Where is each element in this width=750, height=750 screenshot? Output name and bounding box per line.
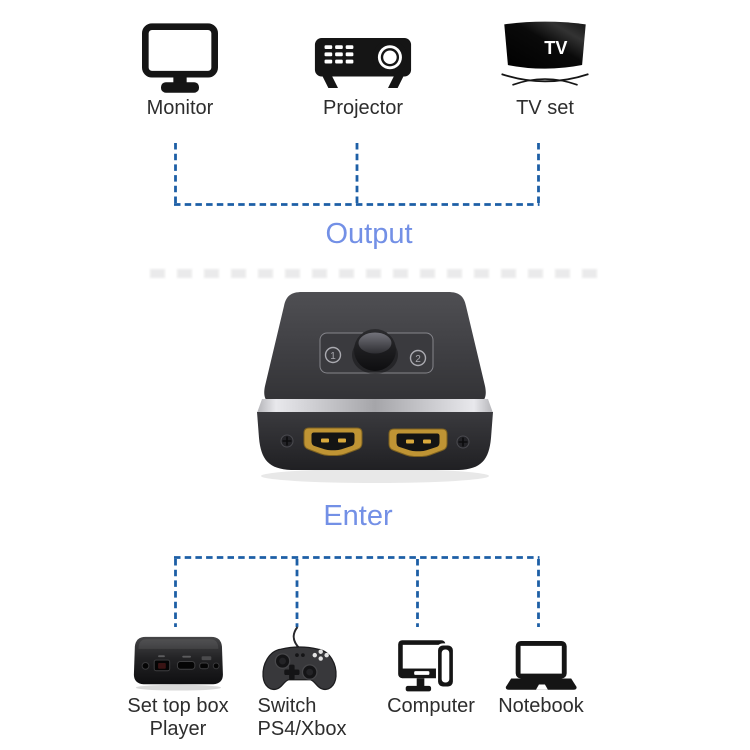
switch-front-face (257, 412, 493, 470)
aluminum-rim (257, 399, 493, 413)
set-top-box-icon (131, 630, 225, 692)
output-connector-dashes (174, 143, 540, 206)
input-device-game-console: Switch PS4/Xbox (254, 630, 347, 741)
tv-label: TV set (516, 97, 574, 119)
hdmi-switch-product-image: 1 2 (257, 292, 493, 483)
port-1-marking: 1 (324, 346, 342, 364)
tv-screen-text: TV (544, 38, 567, 58)
screw-left (280, 434, 294, 448)
enter-connector-dashes (174, 556, 540, 627)
svg-text:1: 1 (330, 351, 336, 362)
output-device-projector: Projector (313, 18, 413, 120)
projector-icon (313, 18, 413, 94)
tv-icon: TV (499, 18, 591, 94)
enter-section-title: Enter (323, 500, 393, 532)
computer-label: Computer (387, 695, 475, 717)
product-shadow (261, 469, 489, 483)
input-device-notebook: Notebook (498, 630, 584, 718)
notebook-label: Notebook (498, 695, 584, 717)
console-label-line2: PS4/Xbox (257, 718, 347, 740)
desktop-computer-icon (398, 630, 464, 692)
console-label-line1: Switch (257, 695, 317, 717)
hdmi-port-2[interactable] (388, 428, 448, 457)
photo-watermark (150, 269, 605, 278)
svg-text:2: 2 (415, 354, 421, 365)
output-device-tv: TV TV set (499, 18, 591, 120)
projector-label: Projector (322, 97, 404, 119)
notebook-icon (505, 630, 577, 692)
monitor-icon (142, 18, 218, 94)
game-controller-icon (261, 630, 339, 692)
output-device-monitor: Monitor (142, 18, 218, 120)
hdmi-port-1[interactable] (303, 427, 363, 456)
screw-right (456, 435, 470, 449)
set-top-box-label-line2: Player (149, 718, 207, 740)
input-device-set-top-box: Set top box Player (127, 630, 229, 741)
output-section-title: Output (325, 218, 413, 250)
monitor-label: Monitor (146, 97, 214, 119)
port-2-marking: 2 (409, 349, 427, 367)
input-device-computer: Computer (387, 630, 475, 718)
set-top-box-label-line1: Set top box (127, 695, 229, 717)
